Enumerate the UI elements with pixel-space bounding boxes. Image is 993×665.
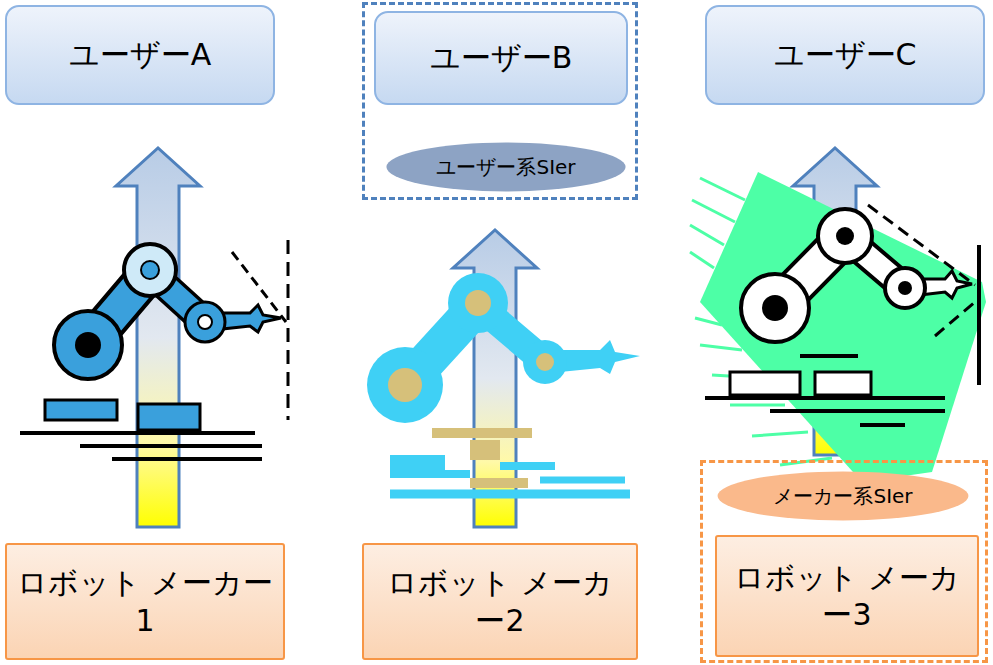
- robot-arm-1: [20, 240, 288, 459]
- box-label: ユーザーC: [774, 36, 917, 74]
- group-frame: ユーザーB ユーザー系SIer: [362, 2, 638, 200]
- box-label: ロボット メーカー1: [17, 564, 273, 639]
- robot-arm-3: [690, 172, 986, 482]
- user-box: ユーザーC: [705, 5, 985, 105]
- box-label: ユーザーA: [69, 36, 212, 74]
- maker-box: ロボット メーカー2: [362, 543, 638, 660]
- sier-label: ユーザー系SIer: [436, 155, 575, 180]
- maker-box: ロボット メーカー1: [5, 543, 285, 660]
- box-label: ロボット メーカー2: [374, 564, 626, 639]
- sier-ellipse: ユーザー系SIer: [384, 141, 628, 193]
- block-arrow: [116, 148, 200, 527]
- box-label: ロボット メーカー3: [727, 559, 967, 634]
- user-box: ユーザーA: [5, 5, 275, 105]
- block-arrow: [453, 230, 537, 527]
- group-frame: メーカー系SIer ロボット メーカー3: [700, 460, 988, 663]
- box-label: ユーザーB: [430, 39, 573, 77]
- robot-arm-2: [367, 273, 640, 494]
- sier-label: メーカー系SIer: [773, 484, 912, 509]
- user-box: ユーザーB: [374, 11, 628, 105]
- sier-ellipse: メーカー系SIer: [715, 470, 971, 522]
- maker-box: ロボット メーカー3: [715, 535, 979, 657]
